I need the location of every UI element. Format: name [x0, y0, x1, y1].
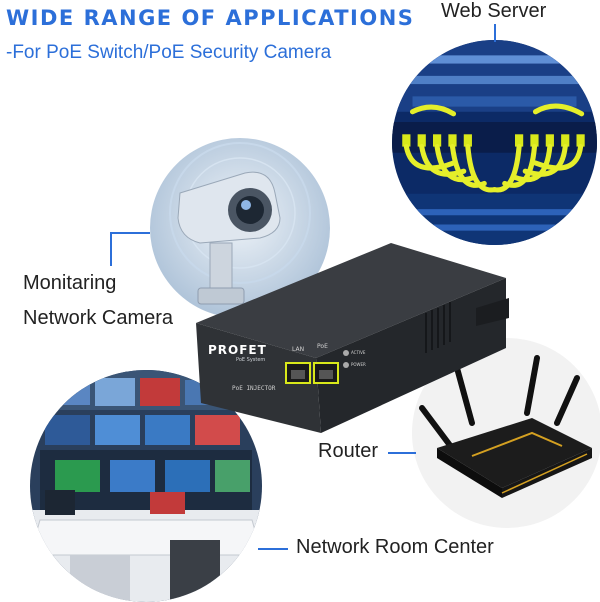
page-title: WIDE RANGE OF APPLICATIONS: [6, 6, 415, 30]
camera-connector-horizontal: [110, 232, 150, 234]
router-image: [412, 338, 600, 528]
room-center-connector: [258, 548, 288, 550]
room-center-label: Network Room Center: [296, 536, 494, 558]
security-camera-image: [150, 138, 330, 318]
led-active-label: ACTIVE: [351, 350, 366, 355]
poe-injector-illustration: [196, 243, 509, 433]
camera-label-line1: Monitaring: [23, 272, 117, 294]
web-server-label: Web Server: [441, 0, 547, 22]
device-brand-sub: PoE System: [236, 357, 266, 363]
device-brand: PROFET: [208, 343, 267, 357]
router-label: Router: [318, 440, 379, 462]
led-power-label: POWER: [351, 362, 366, 367]
port-lan-label: LAN: [292, 346, 305, 353]
port-poe-label: PoE: [317, 343, 328, 350]
page-subtitle: -For PoE Switch/PoE Security Camera: [6, 42, 332, 63]
router-connector: [388, 452, 416, 454]
poe-injector-device: [176, 238, 511, 453]
camera-illustration: [150, 138, 330, 318]
camera-label-line2: Network Camera: [23, 307, 174, 329]
web-server-connector: [494, 24, 496, 42]
router-illustration: [412, 338, 600, 528]
device-model-label: PoE INJECTOR: [232, 385, 276, 392]
web-server-image: [392, 40, 597, 245]
web-server-illustration: [392, 40, 597, 245]
camera-connector-vertical: [110, 232, 112, 266]
